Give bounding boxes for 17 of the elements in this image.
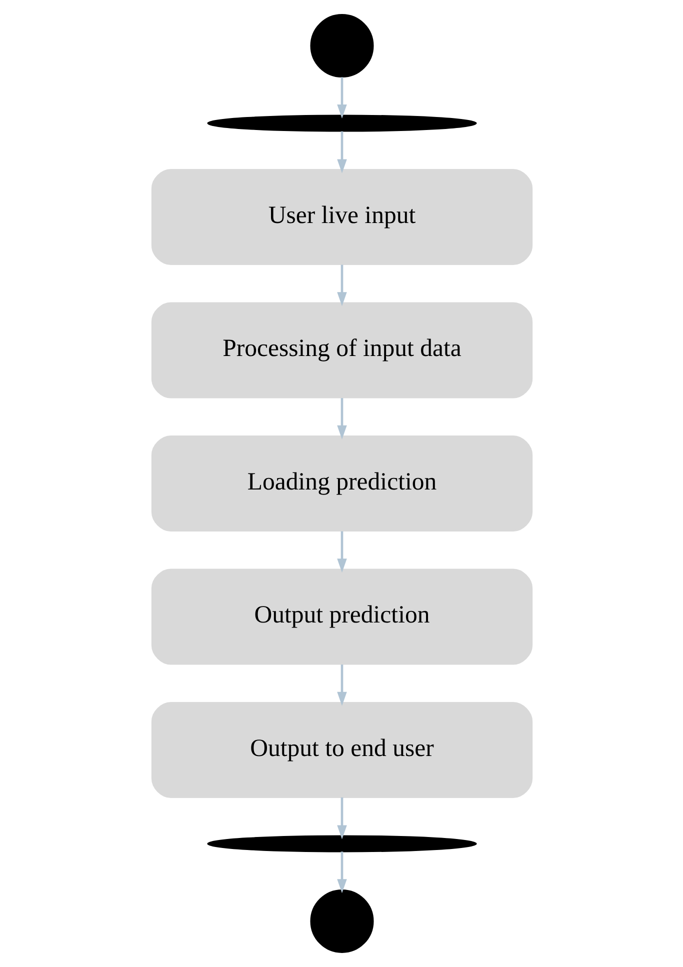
node-bar <box>206 114 476 132</box>
arrow <box>336 852 346 894</box>
node-circle <box>310 889 374 953</box>
node-box: Output prediction <box>150 568 532 665</box>
arrow <box>336 264 346 306</box>
arrow <box>336 77 346 118</box>
arrow <box>336 664 346 706</box>
node-box: Output to end user <box>150 702 532 798</box>
arrow <box>336 797 346 840</box>
node-box: Processing of input data <box>150 302 532 398</box>
node-bar <box>206 835 476 852</box>
node-circle <box>310 14 374 78</box>
node-box: Loading prediction <box>150 435 532 532</box>
arrow <box>336 131 346 174</box>
arrow <box>336 398 346 440</box>
node-box: User live input <box>150 168 532 266</box>
arrow <box>336 531 346 573</box>
